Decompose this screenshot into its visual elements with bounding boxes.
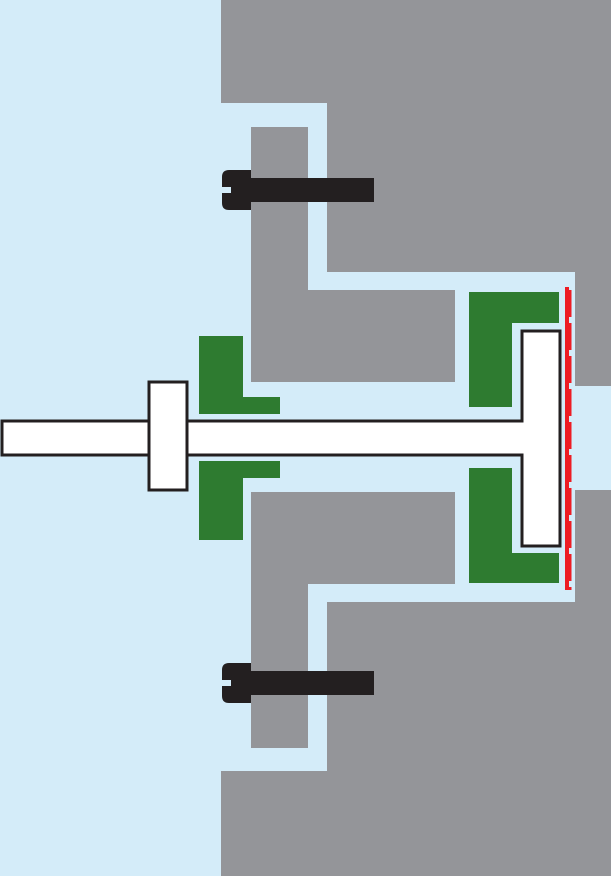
membrane-dashed-line [565, 287, 572, 590]
shaft-collar [147, 380, 189, 492]
seal-right-lower [469, 468, 559, 583]
screw-upper [222, 170, 374, 210]
screw-lower [222, 663, 374, 703]
seal-left-lower [199, 461, 280, 540]
outer-housing-upper [221, 0, 611, 386]
outer-housing-lower [221, 490, 611, 876]
seal-left-upper [199, 336, 280, 414]
seal-right-upper [469, 292, 559, 407]
